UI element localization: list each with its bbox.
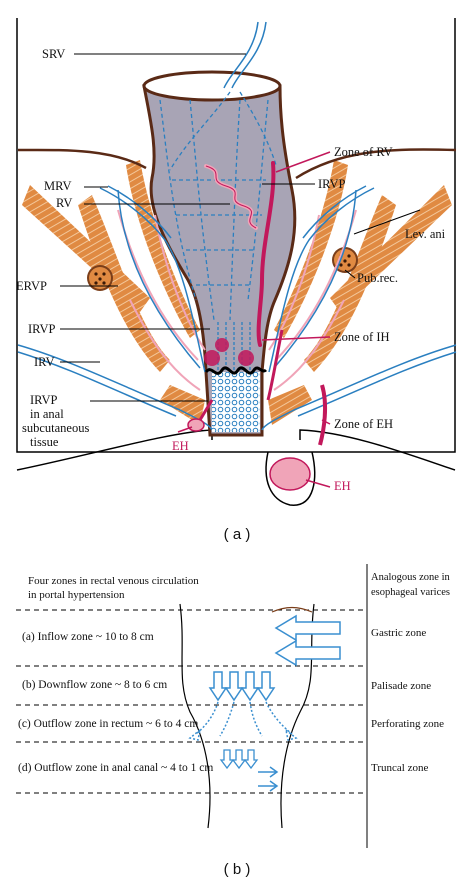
- label-pub-rec: Pub.rec.: [357, 271, 398, 285]
- label-irvp-mid: IRVP: [28, 322, 56, 336]
- mrv-vein-right: [268, 185, 375, 373]
- downflow-arrows: [208, 671, 276, 702]
- label-zone-ih: Zone of IH: [334, 330, 390, 344]
- lower-sphincter-left: [160, 385, 205, 425]
- label-eh-left: EH: [172, 439, 189, 453]
- intramural-plexus: [159, 91, 277, 321]
- caption-b: ( b ): [224, 861, 251, 878]
- peritoneal-line: [17, 148, 457, 180]
- label-zone-rv: Zone of RV: [334, 145, 393, 159]
- eh-right-node: [269, 457, 311, 491]
- label-irvp-low-1: IRVP: [30, 393, 58, 407]
- panel-b-right-title-2: esophageal varices: [371, 587, 450, 598]
- label-lev-ani: Lev. ani: [405, 227, 446, 241]
- rectum-outline-left: [179, 603, 211, 829]
- zone-d-analog: Truncal zone: [371, 762, 428, 774]
- caption-a: ( a ): [224, 526, 251, 543]
- label-srv: SRV: [42, 47, 65, 61]
- outer-frame: [16, 18, 456, 453]
- rv-varix-right: [266, 329, 284, 401]
- zone-b-label: (b) Downflow zone ~ 8 to 6 cm: [22, 679, 167, 691]
- label-irvp-low-2: in anal: [30, 407, 64, 421]
- srv-vein: [223, 21, 267, 89]
- leader-lines: [60, 53, 421, 402]
- ervp-vein-right: [273, 189, 357, 369]
- sphincter-left: [78, 195, 170, 372]
- rectum-opening: [142, 70, 282, 102]
- ih-node-2: [215, 338, 229, 352]
- outflow-arrows: [219, 749, 259, 770]
- outflow-side-arrows: [258, 766, 279, 792]
- label-ervp: ERVP: [16, 279, 47, 293]
- inflow-arrow-2: [274, 639, 341, 667]
- rectum-body: [142, 84, 297, 437]
- label-eh-right: EH: [334, 479, 351, 493]
- label-zone-eh: Zone of EH: [334, 417, 393, 431]
- skin-contour: [16, 429, 456, 471]
- perforating-paths: [188, 701, 298, 741]
- eh-right-vessel: [318, 384, 328, 446]
- label-mrv: MRV: [44, 179, 71, 193]
- label-irvp-low-3: subcutaneous: [22, 421, 89, 435]
- eh-left-vessel: [198, 399, 214, 421]
- ervp-vein-left: [117, 189, 201, 369]
- zone-c-label: (c) Outflow zone in rectum ~ 6 to 4 cm: [18, 718, 198, 730]
- label-irv: IRV: [34, 355, 55, 369]
- panel-b-title-2: in portal hypertension: [28, 589, 125, 601]
- zone-c-analog: Perforating zone: [371, 718, 444, 730]
- rectum-outline-right: [280, 603, 315, 829]
- zone-d-label: (d) Outflow zone in anal canal ~ 4 to 1 …: [18, 762, 213, 774]
- eh-left-node: [187, 418, 205, 432]
- mrv-vein-left: [99, 185, 206, 373]
- red-leader-lines: [177, 151, 331, 488]
- label-rv: RV: [56, 196, 72, 210]
- dentate-line: [204, 366, 268, 375]
- irv-vein-left: [17, 344, 213, 431]
- rv-varix: [256, 161, 276, 347]
- lower-sphincter-right: [268, 385, 312, 425]
- irv-vein-right: [261, 344, 457, 431]
- label-irvp-low-4: tissue: [30, 435, 59, 449]
- panel-b-right-title-1: Analogous zone in: [371, 572, 450, 583]
- zone-a-analog: Gastric zone: [371, 627, 426, 639]
- panel-b-title-1: Four zones in rectal venous circulation: [28, 575, 199, 587]
- sphincter-right: [304, 195, 396, 372]
- eh-pouch: [265, 451, 316, 506]
- inflow-arrow-1: [274, 614, 341, 642]
- rectum-top-rim: [271, 606, 313, 613]
- pink-squiggle-inner: [205, 165, 257, 229]
- ih-node-1: [204, 350, 220, 366]
- panel-b-illustration: [16, 564, 368, 848]
- label-irvp-right: IRVP: [318, 177, 346, 191]
- panel-a-illustration: [16, 18, 457, 506]
- ih-node-3: [238, 350, 254, 366]
- palisade-column: [212, 372, 260, 432]
- puborectalis-left: [87, 265, 113, 291]
- zone-b-analog: Palisade zone: [371, 680, 431, 692]
- zone-a-label: (a) Inflow zone ~ 10 to 8 cm: [22, 631, 154, 643]
